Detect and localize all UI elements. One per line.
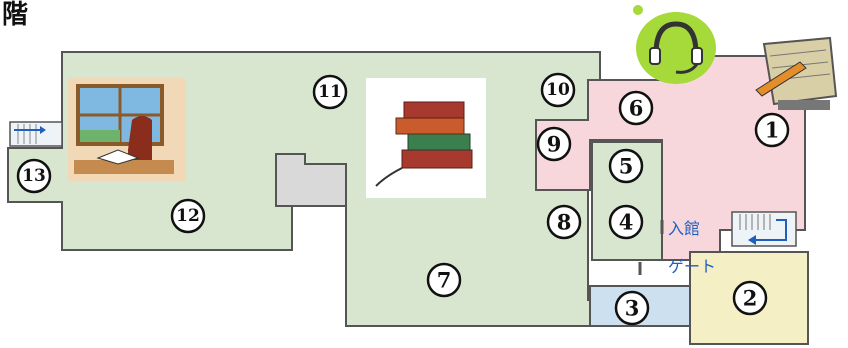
svg-text:4: 4 xyxy=(619,210,634,235)
room-number-11: 11 xyxy=(312,74,348,110)
svg-text:12: 12 xyxy=(176,206,200,226)
svg-text:11: 11 xyxy=(318,82,342,102)
room-number-1: 1 xyxy=(754,112,790,148)
svg-text:9: 9 xyxy=(547,132,562,157)
headset-icon xyxy=(633,5,716,84)
svg-text:3: 3 xyxy=(625,296,640,321)
svg-text:5: 5 xyxy=(619,154,634,179)
room-number-5: 5 xyxy=(608,148,644,184)
room-number-8: 8 xyxy=(546,204,582,240)
floor-label: 階 xyxy=(2,0,29,30)
svg-text:7: 7 xyxy=(437,268,452,293)
room-number-2: 2 xyxy=(732,280,768,316)
room-number-4: 4 xyxy=(608,204,644,240)
reading-room-icon xyxy=(68,78,186,182)
gray-block xyxy=(275,153,347,207)
room-number-13: 13 xyxy=(16,158,52,194)
room-number-3: 3 xyxy=(614,290,650,326)
svg-text:6: 6 xyxy=(629,96,644,121)
room-number-10: 10 xyxy=(540,72,576,108)
room-number-9: 9 xyxy=(536,126,572,162)
notebook-pencil-icon xyxy=(755,36,838,110)
svg-text:1: 1 xyxy=(765,118,780,143)
svg-text:13: 13 xyxy=(22,166,46,186)
stairs-left-icon xyxy=(9,121,63,147)
room-number-7: 7 xyxy=(426,262,462,298)
gate-label: ゲート xyxy=(668,257,716,276)
svg-text:8: 8 xyxy=(557,210,572,235)
room-number-6: 6 xyxy=(618,90,654,126)
stack-of-books-icon xyxy=(366,78,486,198)
room-number-12: 12 xyxy=(170,198,206,234)
svg-text:10: 10 xyxy=(546,80,570,100)
svg-text:2: 2 xyxy=(743,286,758,311)
entrance-label: 入館 xyxy=(668,219,700,238)
stairs-icon xyxy=(731,211,797,247)
